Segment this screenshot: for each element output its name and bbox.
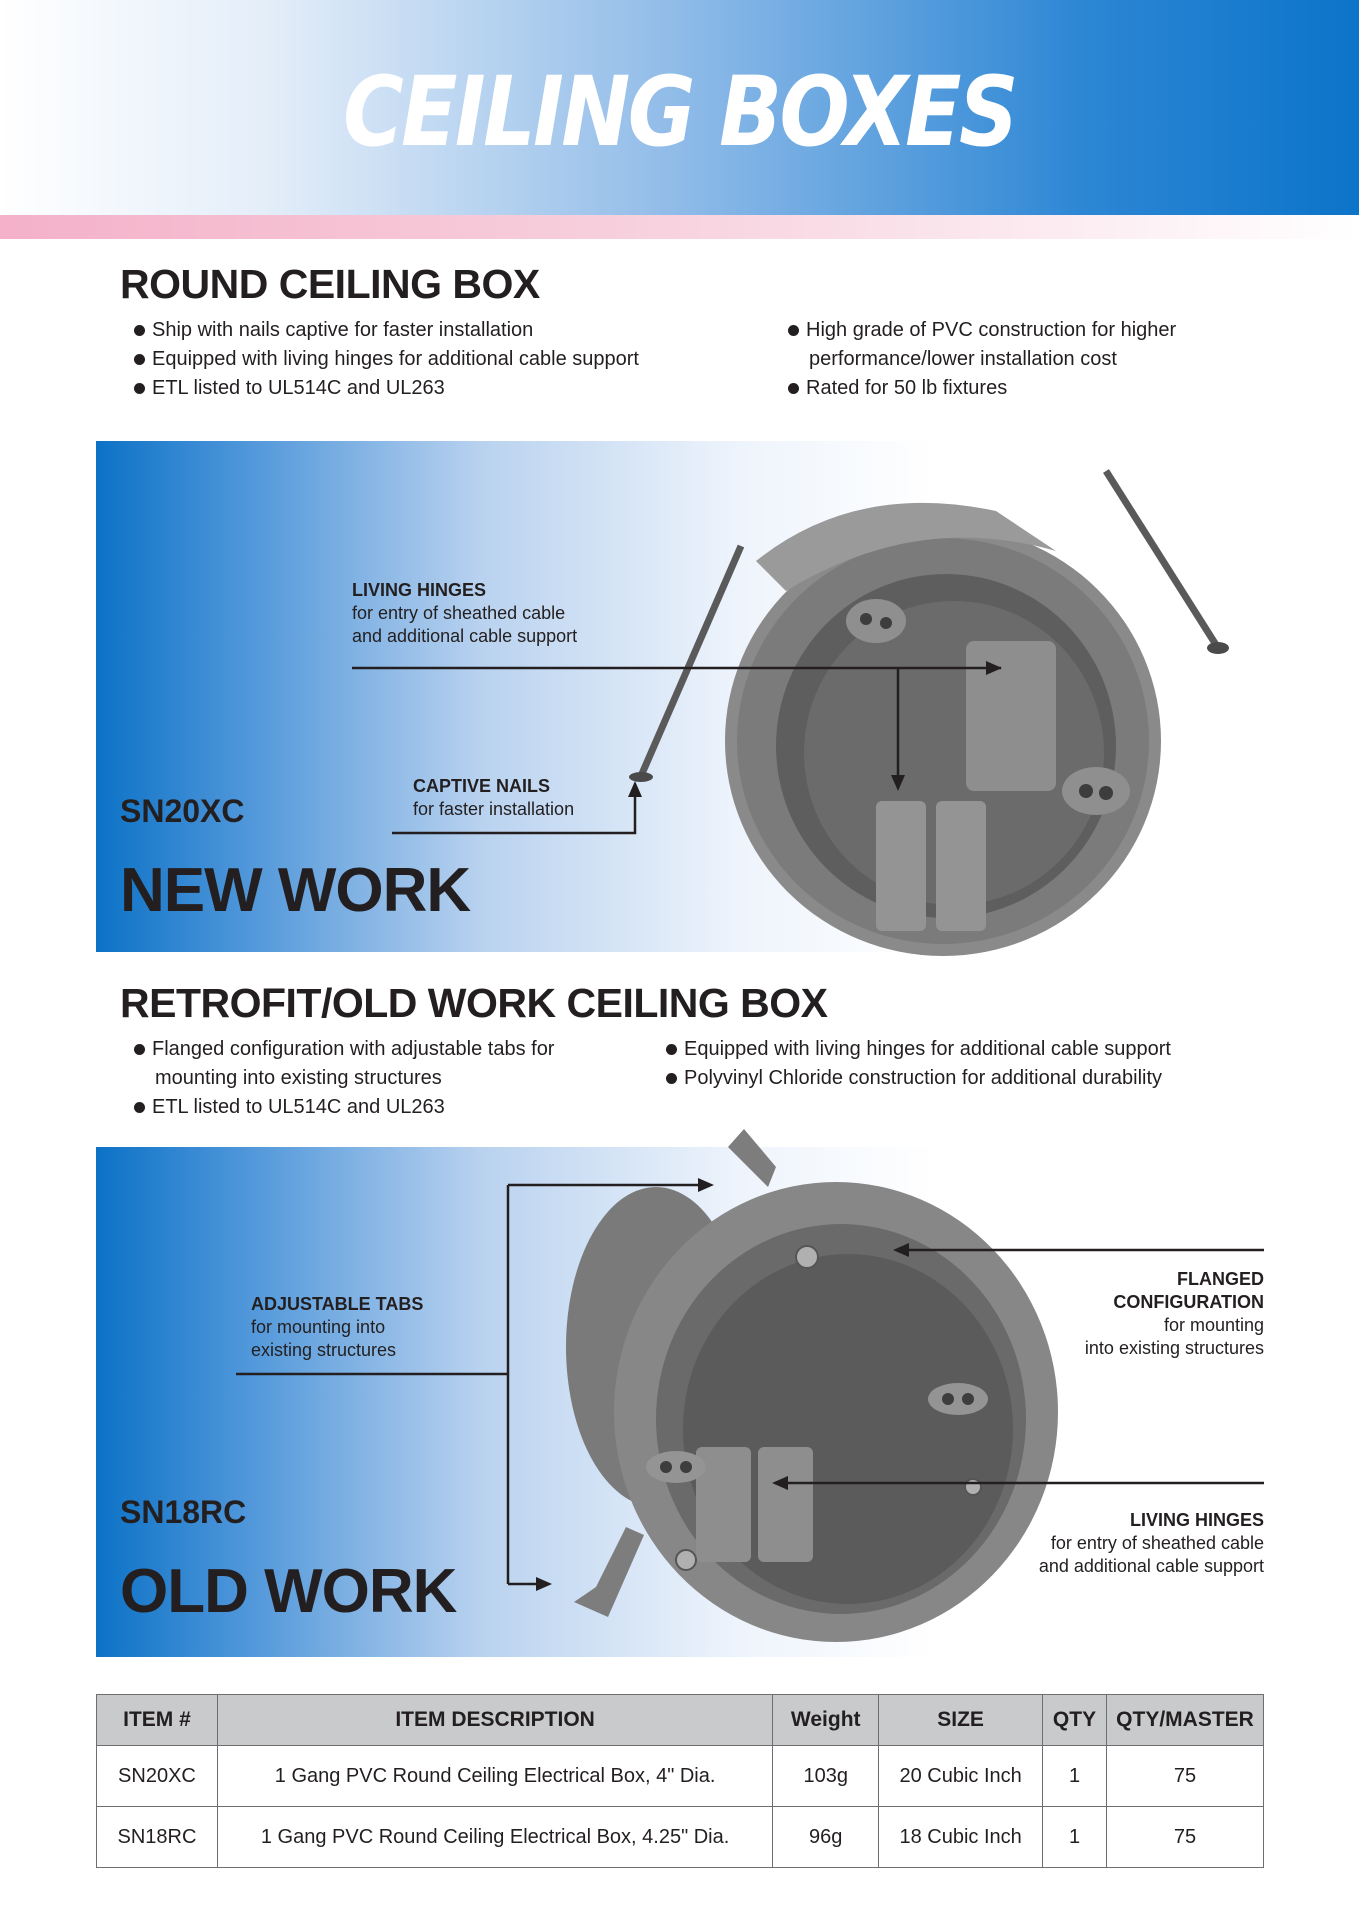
retrofit-box-features-left: Flanged configuration with adjustable ta… [132, 1035, 554, 1122]
product-spec-table: ITEM # ITEM DESCRIPTION Weight SIZE QTY … [96, 1694, 1265, 1868]
column-header: Weight [772, 1694, 880, 1746]
page-title: CEILING BOXES [343, 56, 1018, 168]
callout-living-hinges: LIVING HINGES for entry of sheathed cabl… [352, 580, 578, 646]
header-accent-band [0, 215, 1359, 239]
old-work-panel: ADJUSTABLE TABS for mounting into existi… [96, 1129, 1264, 1657]
bullet-icon [134, 325, 145, 336]
round-box-features-left: Ship with nails captive for faster insta… [132, 316, 639, 403]
model-number: SN18RC [120, 1494, 247, 1530]
column-header: ITEM DESCRIPTION [216, 1694, 774, 1746]
table-cell: SN18RC [96, 1806, 218, 1868]
column-header: ITEM # [96, 1694, 218, 1746]
living-hinges-retrofit-leader-line [772, 1476, 1264, 1490]
callout-captive-nails: CAPTIVE NAILS for faster installation [413, 776, 575, 819]
feature-item: ETL listed to UL514C and UL263 [132, 1093, 554, 1122]
feature-item: Equipped with living hinges for addition… [664, 1035, 1171, 1064]
round-box-features-right: High grade of PVC construction for highe… [786, 316, 1176, 403]
column-header: QTY/MASTER [1105, 1694, 1265, 1746]
section-title-retrofit-box: RETROFIT/OLD WORK CEILING BOX [120, 980, 828, 1026]
round-ceiling-box-illustration [629, 469, 1229, 956]
table-cell: 1 Gang PVC Round Ceiling Electrical Box,… [216, 1745, 774, 1807]
table-cell: 1 [1042, 1806, 1107, 1868]
table-cell: 103g [772, 1745, 880, 1807]
table-cell: 1 Gang PVC Round Ceiling Electrical Box,… [216, 1806, 774, 1868]
adjustable-tabs-leader-line [236, 1178, 714, 1591]
table-row: SN20XC 1 Gang PVC Round Ceiling Electric… [96, 1745, 1265, 1807]
callout-living-hinges-retrofit: LIVING HINGES for entry of sheathed cabl… [1038, 1510, 1264, 1576]
retrofit-ceiling-box-illustration [566, 1129, 1058, 1642]
column-header: SIZE [878, 1694, 1044, 1746]
callout-adjustable-tabs: ADJUSTABLE TABS for mounting into existi… [251, 1294, 424, 1360]
flanged-leader-line [893, 1243, 1264, 1257]
section-title-round-ceiling-box: ROUND CEILING BOX [120, 261, 540, 307]
bullet-icon [134, 354, 145, 365]
bullet-icon [666, 1044, 677, 1055]
table-cell: 96g [772, 1806, 880, 1868]
bullet-icon [788, 383, 799, 394]
column-header: QTY [1042, 1694, 1107, 1746]
feature-item: Equipped with living hinges for addition… [132, 345, 639, 374]
bullet-icon [134, 1102, 145, 1113]
feature-item: Polyvinyl Chloride construction for addi… [664, 1064, 1171, 1093]
work-type-label: OLD WORK [120, 1557, 457, 1626]
model-number: SN20XC [120, 793, 245, 829]
table-cell: 75 [1105, 1806, 1265, 1868]
table-cell: 75 [1105, 1745, 1265, 1807]
table-cell: 20 Cubic Inch [878, 1745, 1044, 1807]
header-banner: CEILING BOXES [0, 0, 1359, 215]
bullet-icon [666, 1073, 677, 1084]
bullet-icon [134, 383, 145, 394]
callout-flanged-configuration: FLANGED CONFIGURATION for mounting into … [1084, 1269, 1264, 1358]
feature-item: Rated for 50 lb fixtures [786, 374, 1176, 403]
living-hinges-leader-line [352, 661, 1002, 791]
table-cell: 18 Cubic Inch [878, 1806, 1044, 1868]
new-work-panel: LIVING HINGES for entry of sheathed cabl… [96, 441, 1264, 956]
table-header-row: ITEM # ITEM DESCRIPTION Weight SIZE QTY … [96, 1694, 1265, 1746]
table-cell: 1 [1042, 1745, 1107, 1807]
feature-item: ETL listed to UL514C and UL263 [132, 374, 639, 403]
work-type-label: NEW WORK [120, 856, 471, 925]
retrofit-box-features-right: Equipped with living hinges for addition… [664, 1035, 1171, 1093]
bullet-icon [134, 1044, 145, 1055]
table-row: SN18RC 1 Gang PVC Round Ceiling Electric… [96, 1806, 1265, 1868]
table-cell: SN20XC [96, 1745, 218, 1807]
feature-item: Ship with nails captive for faster insta… [132, 316, 639, 345]
feature-item: High grade of PVC construction for highe… [786, 316, 1176, 374]
feature-item: Flanged configuration with adjustable ta… [132, 1035, 554, 1093]
bullet-icon [788, 325, 799, 336]
captive-nails-leader-line [392, 781, 642, 835]
